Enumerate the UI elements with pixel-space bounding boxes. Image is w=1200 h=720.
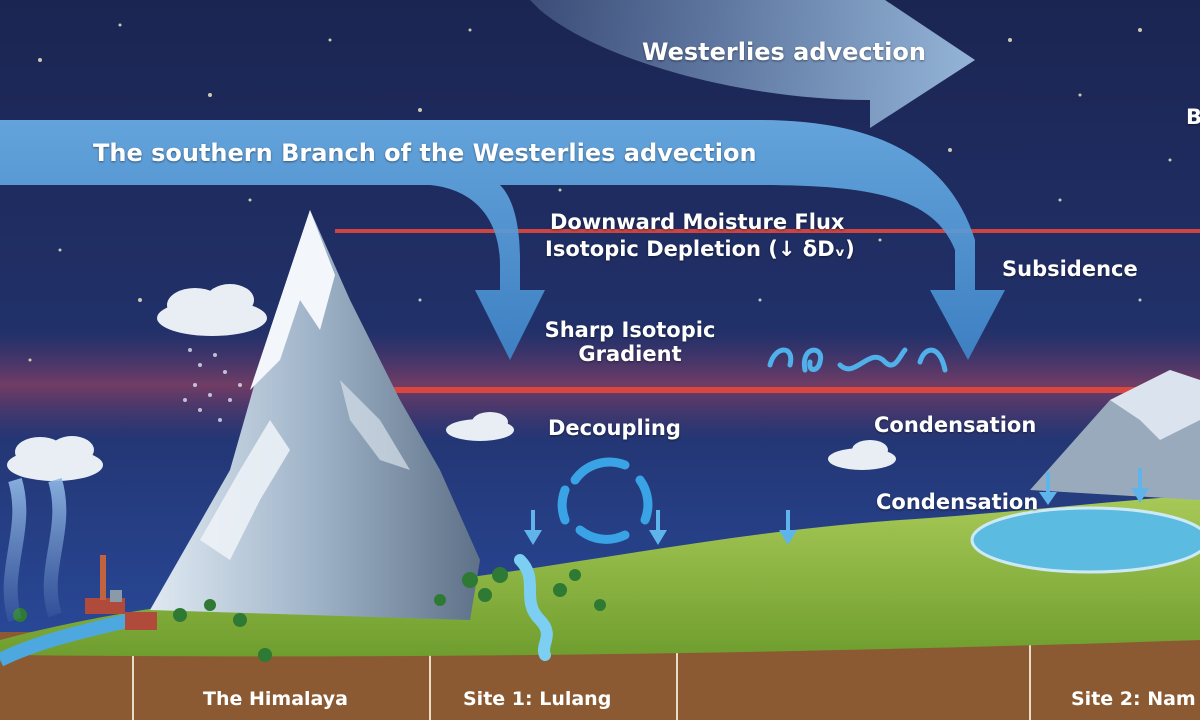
westerlies-label: Westerlies advection [642, 38, 926, 66]
southern-branch-label: The southern Branch of the Westerlies ad… [93, 139, 757, 167]
clouds [7, 284, 896, 481]
site-label-lulang: Site 1: Lulang [463, 688, 612, 710]
subsidence-label: Subsidence [1002, 257, 1138, 281]
right-mountain-snow [1110, 370, 1200, 440]
sharp-gradient-line-2: Gradient [578, 342, 682, 366]
down-arrows [524, 468, 1149, 545]
himalaya-snow-ridge [340, 380, 410, 470]
decoupling-label: Decoupling [548, 416, 681, 440]
isotopic-depletion-label: Isotopic Depletion (↓ δDᵥ) [545, 237, 855, 261]
westerlies-arrow [530, 0, 975, 128]
isotopic-gradient-band [0, 330, 1200, 440]
edge-letter-label: B [1186, 105, 1200, 129]
trees [13, 567, 606, 662]
himalaya-snowcap [250, 210, 335, 390]
sharp-gradient-line-1: Sharp Isotopic [544, 318, 716, 342]
upper-boundary-line [335, 229, 1200, 233]
river [514, 554, 553, 661]
stars [28, 23, 1172, 362]
southern-branch-arrow [0, 120, 1005, 360]
site-label-site2: Site 2: Nam [1071, 688, 1196, 710]
condensation-lower-label: Condensation [876, 490, 1039, 514]
downward-flux-label: Downward Moisture Flux [550, 210, 845, 234]
factory-buildings [85, 555, 157, 630]
vapor-squiggles [767, 347, 948, 373]
site-label-himalaya: The Himalaya [203, 688, 348, 710]
grassland [0, 495, 1200, 657]
lower-boundary-line [385, 387, 1200, 393]
rain-columns [3, 477, 67, 623]
left-river [0, 613, 132, 667]
himalaya-snow-slope [200, 420, 290, 560]
lake [970, 506, 1200, 574]
decoupling-circulation [557, 457, 653, 544]
snowfall [183, 348, 242, 422]
sharp-gradient-label: Sharp Isotopic Gradient [540, 318, 720, 366]
condensation-upper-label: Condensation [874, 413, 1037, 437]
